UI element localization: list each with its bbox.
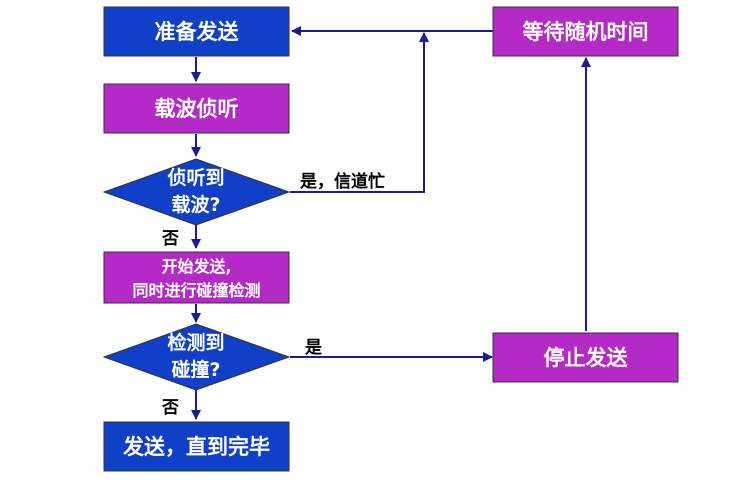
node-carrier-box (103, 83, 290, 134)
node-prepare: 准备发送 (103, 6, 290, 57)
node-detect: 侦听到 载波? (102, 158, 291, 226)
arrow-detect-busy-loop (290, 32, 429, 193)
node-start: 开始发送, 同时进行碰撞检测 (103, 251, 290, 304)
node-collision-diamond (102, 323, 291, 391)
node-wait-label: 等待随机时间 (523, 20, 649, 44)
node-prepare-label: 准备发送 (155, 20, 240, 44)
node-wait: 等待随机时间 (492, 6, 679, 57)
node-start-line1: 开始发送, (161, 257, 231, 276)
edge-label-no1: 否 (161, 229, 179, 249)
node-collision-line1: 检测到 (167, 331, 224, 354)
edge-label-no2: 否 (161, 398, 179, 418)
edge-label-busy: 是，信道忙 (300, 171, 385, 192)
node-detect-line1: 侦听到 (167, 166, 224, 189)
node-send-label: 发送，直到完毕 (122, 435, 270, 459)
node-start-box (103, 251, 290, 304)
node-send-box (103, 421, 290, 472)
node-wait-box (492, 6, 679, 57)
node-stop: 停止发送 (492, 332, 679, 383)
node-carrier-label: 载波侦听 (155, 97, 239, 121)
node-prepare-box (103, 6, 290, 57)
node-collision: 检测到 碰撞? (102, 323, 291, 391)
node-send: 发送，直到完毕 (103, 421, 290, 472)
node-collision-line2: 碰撞? (171, 358, 220, 381)
node-detect-line2: 载波? (171, 193, 220, 216)
node-stop-box (492, 332, 679, 383)
connectors (191, 26, 591, 420)
node-start-line2: 同时进行碰撞检测 (132, 281, 260, 300)
node-stop-label: 停止发送 (544, 346, 629, 370)
edge-label-yes2: 是 (305, 338, 322, 358)
node-detect-diamond (102, 158, 291, 226)
node-carrier: 载波侦听 (103, 83, 290, 134)
